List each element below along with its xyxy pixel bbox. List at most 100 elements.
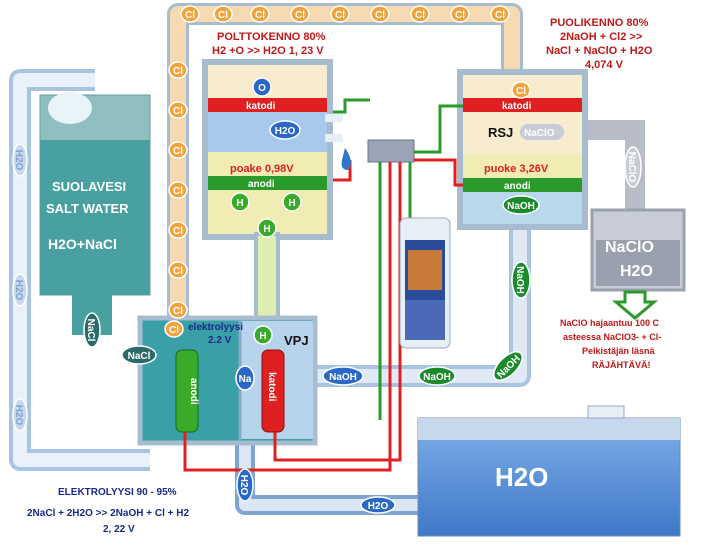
cl-badge: Cl — [168, 141, 188, 159]
fuel-cell-title: POLTTOKENNO 80% — [217, 31, 326, 43]
cl-badge: Cl — [511, 81, 531, 99]
hydrogen-tube — [254, 232, 280, 331]
svg-text:Cl: Cl — [173, 66, 183, 77]
svg-text:H2O: H2O — [13, 405, 24, 426]
svg-text:Cl: Cl — [335, 10, 345, 21]
svg-text:Na: Na — [239, 374, 252, 385]
cl-badge: Cl — [490, 5, 510, 23]
naclo-warning-4: RÄJÄHTÄVÄ! — [592, 360, 651, 370]
naclo-tank-label-2: H2O — [620, 263, 653, 280]
svg-text:H: H — [259, 331, 266, 342]
fuel-cell-anodi — [208, 176, 327, 190]
cl-badge: Cl — [168, 221, 188, 239]
naclo-tank-label-1: NaClO — [605, 239, 654, 256]
anode-electrode — [175, 349, 199, 433]
cathode-label: katodi — [266, 372, 277, 402]
electrolysis-equation-voltage: 2, 22 V — [103, 524, 135, 535]
svg-text:H2O: H2O — [368, 501, 389, 512]
svg-text:H2O: H2O — [275, 126, 296, 137]
saltwater-label-3: H2O+NaCl — [48, 236, 117, 252]
connector-box — [367, 139, 415, 163]
svg-text:Cl: Cl — [255, 10, 265, 21]
svg-text:Cl: Cl — [455, 10, 465, 21]
half-cell-anodi — [463, 178, 582, 192]
naclo-warning-2: asteessa NaClO3- + Cl- — [563, 332, 661, 342]
half-cell-equation-2: NaCl + NaClO + H2O — [546, 45, 653, 57]
svg-text:Cl: Cl — [173, 266, 183, 277]
h2o-badge: H2O — [12, 398, 28, 432]
naoh-badge: NaOH — [418, 366, 456, 386]
naclo-badge: NaClO — [624, 146, 642, 188]
electrolysis-title: ELEKTROLYYSI 90 - 95% — [58, 487, 177, 498]
fuel-cell-voltage: poake 0,98V — [230, 163, 294, 175]
svg-text:Cl: Cl — [173, 306, 183, 317]
cl-badge: Cl — [410, 5, 430, 23]
electrolysis-equation: 2NaCl + 2H2O >> 2NaOH + Cl + H2 — [27, 508, 189, 519]
svg-text:H: H — [236, 198, 243, 209]
cl-badge: Cl — [168, 301, 188, 319]
svg-text:H2O: H2O — [238, 475, 249, 496]
naclo-badge: NaClO — [524, 128, 555, 139]
water-drop-icon — [341, 148, 351, 170]
svg-text:Cl: Cl — [173, 106, 183, 117]
electrolysis-label: elektrolyysi — [188, 322, 243, 333]
cl-badge: Cl — [213, 5, 233, 23]
na-badge: Na — [235, 365, 255, 391]
nacl-badge: NaCl — [121, 345, 157, 365]
svg-text:Cl: Cl — [375, 10, 385, 21]
vpj-label: VPJ — [284, 333, 309, 348]
half-cell-equation-1: 2NaOH + Cl2 >> — [560, 31, 642, 43]
cl-badge: Cl — [168, 101, 188, 119]
cathode-electrode — [261, 349, 285, 433]
h2o-badge: H2O — [12, 143, 28, 177]
cl-badge: Cl — [168, 261, 188, 279]
hydrogen-badge: H — [230, 192, 250, 212]
salt-spray-icon — [48, 92, 92, 124]
fuel-cell-equation: H2 +O >> H2O 1, 23 V — [212, 45, 324, 57]
naoh-badge: NaOH — [511, 261, 531, 299]
svg-text:NaOH: NaOH — [507, 201, 535, 212]
svg-text:NaCl: NaCl — [128, 351, 151, 362]
saltwater-label-2: SALT WATER — [46, 201, 129, 216]
cl-badge: Cl — [168, 61, 188, 79]
svg-text:Cl: Cl — [173, 226, 183, 237]
svg-text:H: H — [288, 198, 295, 209]
svg-text:H: H — [263, 224, 270, 235]
water-return-pipe — [235, 440, 425, 515]
rsj-label: RSJ — [488, 125, 513, 140]
half-cell-voltage: 4,074 V — [585, 59, 624, 71]
svg-text:H2O: H2O — [13, 280, 24, 301]
fuel-cell-anodi-label: anodi — [248, 179, 275, 190]
h2o-badge: H2O — [269, 120, 301, 140]
half-cell-title: PUOLIKENNO 80% — [550, 17, 649, 29]
cl-badge: Cl — [370, 5, 390, 23]
cl-badge: Cl — [164, 320, 184, 338]
h2o-badge: H2O — [236, 468, 254, 502]
hydrogen-badge: H — [253, 325, 273, 345]
cl-badge: Cl — [168, 181, 188, 199]
svg-text:Cl: Cl — [218, 10, 228, 21]
saltwater-label-1: SUOLAVESI — [52, 179, 126, 194]
cl-badge: Cl — [450, 5, 470, 23]
cl-badge: Cl — [290, 5, 310, 23]
svg-text:NaOH: NaOH — [514, 266, 525, 294]
naoh-badge: NaOH — [322, 366, 364, 386]
hydrogen-badge: H — [257, 218, 277, 238]
svg-text:Cl: Cl — [173, 146, 183, 157]
cl-badge: Cl — [330, 5, 350, 23]
svg-text:Cl: Cl — [169, 325, 179, 336]
half-cell-katodi-label: katodi — [502, 101, 532, 112]
svg-text:Cl: Cl — [495, 10, 505, 21]
svg-text:Cl: Cl — [295, 10, 305, 21]
naclo-warning-3: Pelkistäjän läsnä — [582, 346, 656, 356]
svg-text:Cl: Cl — [415, 10, 425, 21]
half-cell-anodi-label: anodi — [504, 181, 531, 192]
svg-text:O: O — [258, 83, 266, 94]
warning-arrow — [611, 290, 659, 320]
half-cell-katodi — [463, 98, 582, 112]
fuel-cell-katodi — [208, 98, 327, 112]
svg-text:NaOH: NaOH — [329, 372, 357, 383]
svg-text:Cl: Cl — [185, 10, 195, 21]
